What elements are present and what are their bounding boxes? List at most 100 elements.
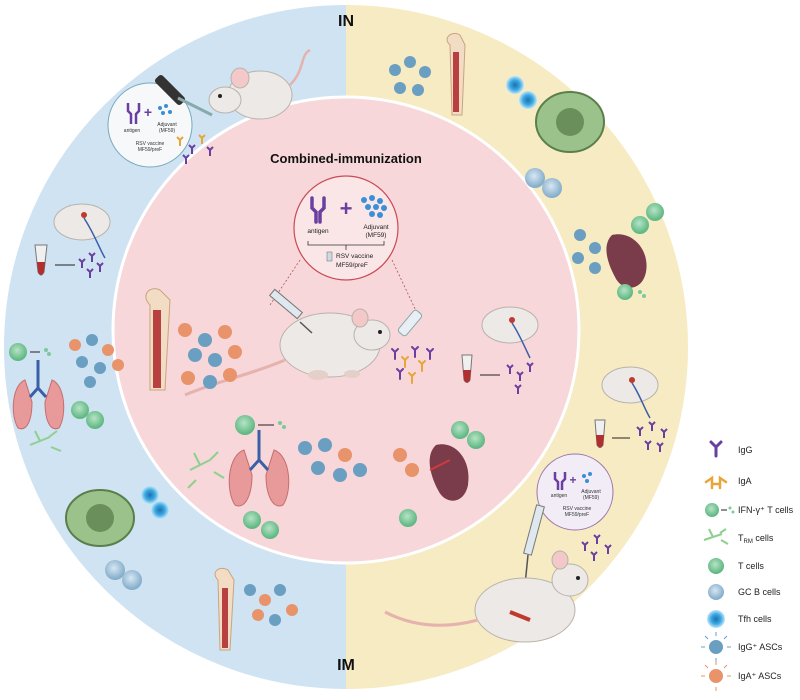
im-igg-cluster-1 [506,362,534,394]
trm-icon [703,528,729,545]
tfh-cell-icon [707,610,725,628]
im-tube-icon-2 [594,419,630,448]
im-tcell-cluster-top [631,203,664,234]
svg-text:+: + [144,104,152,120]
svg-text:T cells: T cells [738,561,764,571]
igg-icon [709,440,723,458]
legend-trm: TRM cells [703,528,774,545]
in-tube-icon [34,244,75,276]
in-antibody-cluster [176,134,214,164]
in-bleed-mouse-icon [53,203,111,259]
vaccine-label-2: MF59/preF [336,262,368,269]
legend-igaasc: IgA⁺ ASCs [701,661,782,691]
adjuvant-icon [361,195,387,218]
im-vaccine-label-1: RSV vaccine [563,506,592,512]
outer-ring-border [2,3,690,691]
svg-text:+: + [569,473,576,487]
in-vaccine-label-2: MF59/preF [138,147,162,153]
im-formula-box: + antigen Adjuvant (MF59) RSV vaccine MF… [536,453,614,531]
in-igg-cluster [78,252,104,278]
im-igg-cluster-3 [581,534,612,561]
center-dropper-icon [397,309,423,337]
vaccine-vial-icon [326,251,333,262]
in-lungs-icon [12,360,65,430]
iga-asc-icon [709,669,723,683]
im-gcb-cluster [525,168,562,198]
svg-text:TRM cells: TRM cells [738,533,774,545]
in-asc-cluster [69,334,124,388]
center-syringe-icon [268,288,313,334]
im-bleed-mouse-icon-1 [481,306,539,359]
center-bone-icon [145,288,171,391]
legend-igg: IgG [709,440,753,458]
svg-text:GC B cells: GC B cells [738,587,781,597]
igg-asc-icon [709,640,723,654]
im-igg-cluster-2 [636,421,668,452]
in-adjuvant-sub-label: (MF59) [159,128,175,134]
im-adjuvant-label: Adjuvant [581,489,601,495]
center-tcells-bottom [243,511,279,539]
center-antibody-cluster [391,346,434,384]
gcb-cell-icon [708,584,724,600]
legend-iggasc: IgG⁺ ASCs [701,632,783,662]
svg-text:IgG: IgG [738,445,753,455]
center-asc-cluster-2 [298,438,419,482]
in-tfh-cluster [141,486,169,519]
center-tcell-cluster [399,421,485,527]
center-formula: + antigen Adjuvant (MF59) RSV vaccine MF… [269,175,419,316]
in-mouse-icon [208,48,311,120]
in-vaccine-label-1: RSV vaccine [136,141,165,147]
im-asc-cluster-mid [572,229,601,274]
ifn-tcell-icon [705,503,719,517]
im-tube-icon-1 [461,354,500,383]
antigen-icon [310,196,326,224]
im-antigen-label: antigen [551,493,568,499]
in-ifn-tcell-icon [9,343,51,361]
vaccine-label-1: RSV vaccine [336,253,374,260]
in-tcell-cluster [71,401,104,429]
center-asc-cluster [178,323,242,389]
legend-tfh: Tfh cells [707,610,772,628]
in-formula-box: + antigen Adjuvant (MF59) RSV vaccine MF… [107,82,193,168]
im-lymph-node-icon [535,91,605,153]
center-spleen-icon [429,444,469,501]
im-adjuvant-sub-label: (MF59) [583,495,599,501]
in-adjuvant-label: Adjuvant [157,122,177,128]
legend-iga: IgA [704,475,752,490]
center-title: Combined-immunization [270,151,422,166]
center-ifn-tcell-icon [235,415,286,435]
center-trm-icon [187,451,225,489]
im-bone-icon [446,32,466,116]
legend: IgG IgA IFN-γ⁺ T cells TRM cells T cells… [701,440,794,691]
iga-icon [704,475,728,490]
svg-text:Tfh cells: Tfh cells [738,614,772,624]
in-gcb-cluster [105,560,142,590]
legend-tcells: T cells [708,558,764,574]
in-asc-cluster-bottom [244,584,298,626]
legend-ifn-tcell: IFN-γ⁺ T cells [705,503,794,517]
im-tfh-cluster [506,76,537,109]
svg-text:IgA: IgA [738,476,752,486]
tcell-icon [708,558,724,574]
im-label: IM [337,657,355,674]
antigen-label: antigen [307,228,329,235]
center-lungs-icon [228,430,290,507]
in-trm-icon [29,430,62,452]
svg-text:IgA⁺ ASCs: IgA⁺ ASCs [738,671,782,681]
im-spleen-icon [606,234,647,288]
im-bleed-mouse-icon-2 [601,366,659,419]
in-lymph-node-icon [65,489,135,547]
adjuvant-label: Adjuvant [363,224,388,231]
svg-text:IgG⁺ ASCs: IgG⁺ ASCs [738,642,783,652]
in-antigen-label: antigen [124,128,141,134]
legend-gcb: GC B cells [708,584,781,600]
im-asc-cluster-top [389,56,431,96]
im-vaccine-label-2: MF59/preF [565,512,589,518]
svg-text:+: + [340,196,353,221]
in-label: IN [338,13,354,30]
in-dropper-icon [154,74,213,117]
adjuvant-sub-label: (MF59) [366,232,387,239]
im-ifn-tcell-icon [617,284,646,300]
svg-text:IFN-γ⁺ T cells: IFN-γ⁺ T cells [738,505,794,515]
